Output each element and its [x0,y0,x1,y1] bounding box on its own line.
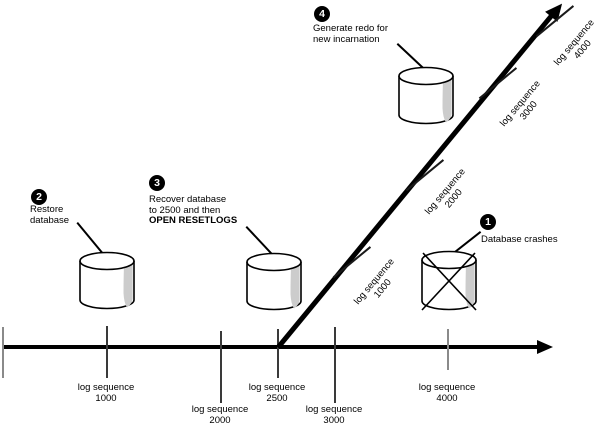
tick-label-value: 2500 [266,392,288,404]
tick-label-4000: log sequence 4000 [402,382,492,404]
step-3-badge: 3 [149,175,165,191]
tick-label-text: log sequence [77,382,135,393]
step-number: 3 [154,177,160,189]
tick-label-3000: log sequence 3000 [289,404,379,426]
step-number: 2 [36,191,42,203]
tick-label-text: log sequence [248,382,306,393]
tick-label-2000: log sequence 2000 [175,404,265,426]
database-icon [246,252,302,311]
step-text-line-bold: OPEN RESETLOGS [149,215,238,226]
branch-tick-label-4000: log sequence 4000 [544,8,600,86]
tick-2500 [277,329,279,378]
tick-4000 [447,329,449,370]
step-text-line: database [30,214,70,226]
tick-3000 [334,327,336,403]
timeline-arrowhead-icon [537,340,553,354]
tick-label-text: log sequence [191,404,249,415]
step-3-label: Recover database to 2500 and then OPEN R… [149,194,238,227]
tick-label-1000: log sequence 1000 [61,382,151,404]
branch-tick-3000 [478,67,517,99]
tick-1000 [106,326,108,378]
step-text-line: new incarnation [313,33,380,45]
step-4-badge: 4 [314,6,330,22]
tick-label-value: 4000 [436,392,458,404]
timeline-start-tick [2,327,4,378]
tick-2000 [220,331,222,403]
step-text-line: Generate redo for [313,23,388,34]
step-number: 4 [319,8,325,20]
step-2-badge: 2 [31,189,47,205]
database-icon [398,66,454,125]
tick-label-value: 2000 [209,414,231,426]
tick-label-text: log sequence [305,404,363,415]
branch-tick-1000 [332,246,371,278]
step-1-badge: 1 [480,214,496,230]
step-number: 1 [485,216,491,228]
step-4-label: Generate redo for new incarnation [313,23,388,45]
tick-label-value: 3000 [323,414,345,426]
step-1-label: Database crashes [481,234,558,246]
step-text-line: Recover database [149,194,227,205]
crashed-database-icon [421,250,477,311]
tick-label-value: 1000 [95,392,117,404]
step-text-line: Restore [30,204,64,215]
tick-label-text: log sequence [418,382,476,393]
tick-label-2500: log sequence 2500 [232,382,322,404]
step-text-line: to 2500 and then [149,204,221,216]
timeline-axis [2,345,538,349]
database-icon [79,251,135,310]
step-text-line: Database crashes [481,234,558,245]
step-2-label: Restore database [30,204,70,226]
